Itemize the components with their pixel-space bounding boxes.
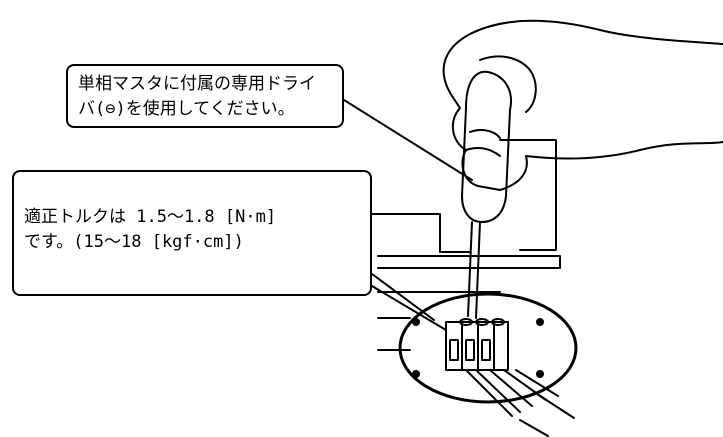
- finger-crease: [465, 147, 501, 157]
- device-panel-edge: [377, 255, 561, 269]
- screw-dot: [412, 318, 420, 326]
- callout-driver: 単相マスタに付属の専用ドライ バ(⊖)を使用してください。: [66, 64, 344, 128]
- finger-thumb: [469, 129, 501, 139]
- device-panel: [371, 213, 471, 253]
- callout-torque: 適正トルクは 1.5～1.8 [N·m] です。(15～18 [kgf·cm]): [12, 170, 372, 296]
- device-panel-upper: [499, 139, 557, 251]
- hand-outline: [442, 19, 723, 191]
- callout-driver-pointer: [343, 99, 473, 181]
- screwdriver-shaft: [467, 221, 481, 319]
- cable: [519, 391, 575, 437]
- screw-dot: [412, 370, 420, 378]
- terminal-block: [445, 318, 509, 371]
- screw-dot: [536, 370, 544, 378]
- screwdriver-handle: [461, 70, 512, 223]
- finger-index: [479, 55, 537, 113]
- callout-driver-line-2: バ(⊖)を使用してください。: [78, 99, 295, 119]
- callout-driver-line-1: 単相マスタに付属の専用ドライ: [78, 74, 316, 94]
- callout-torque-pointer: [371, 273, 435, 321]
- callout-torque-pointer-2: [371, 285, 447, 331]
- callout-torque-line-2: です。(15～18 [kgf·cm]): [24, 232, 244, 252]
- wires-outer: [465, 369, 559, 417]
- callout-torque-line-1: 適正トルクは 1.5～1.8 [N·m]: [24, 207, 277, 227]
- screw-dot: [536, 318, 544, 326]
- detail-circle: [398, 292, 578, 404]
